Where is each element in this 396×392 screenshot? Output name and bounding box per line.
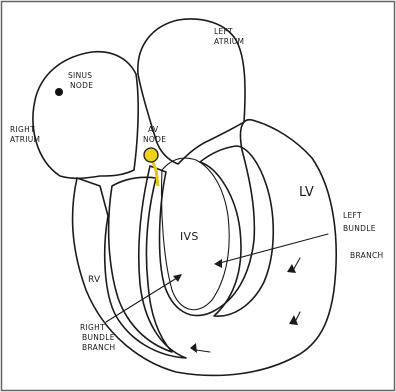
label-right-bundle-line2: BUNDLE [82,333,115,342]
label-right-bundle-line3: BRANCH [82,343,115,352]
label-right-atrium-line1: RIGHT [10,125,35,134]
label-av-node-line1: AV [148,125,159,134]
label-right-atrium-line2: ATRIUM [10,135,40,144]
label-left-bundle-line1: LEFT [343,211,362,220]
label-left-bundle-line2: BUNDLE [343,224,376,233]
av-node [144,148,158,162]
arrowheads [173,259,298,353]
label-right-bundle-line1: RIGHT [80,323,105,332]
sinus-node [55,88,63,96]
label-sinus-node-line2: NODE [70,81,93,90]
label-lv: LV [299,185,314,200]
label-left-bundle-line3: BRANCH [350,251,383,260]
label-rv: RV [88,275,101,285]
label-left-atrium-line1: LEFT [214,27,233,36]
right-ventricle-cavity [109,177,172,352]
label-left-atrium-line2: ATRIUM [214,37,244,46]
label-ivs: IVS [180,230,199,243]
label-sinus-node-line1: SINUS [68,71,92,80]
label-av-node-line2: NODE [143,135,166,144]
